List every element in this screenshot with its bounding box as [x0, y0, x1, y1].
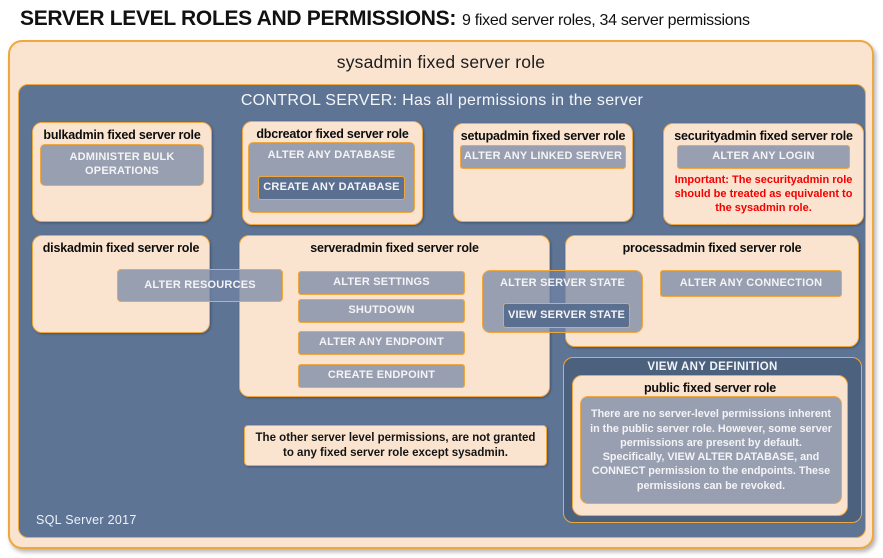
role-title-serveradmin: serveradmin fixed server role [310, 241, 479, 255]
role-title-diskadmin: diskadmin fixed server role [42, 241, 200, 255]
page-title: SERVER LEVEL ROLES AND PERMISSIONS: 9 fix… [20, 7, 750, 31]
role-title-dbcreator: dbcreator fixed server role [256, 127, 409, 141]
role-title-bulkadmin: bulkadmin fixed server role [43, 128, 201, 142]
perm-alter-any-connection: ALTER ANY CONNECTION [660, 270, 842, 297]
other-permissions-note: The other server level permissions, are … [244, 425, 547, 466]
page-title-emphasis: SERVER LEVEL ROLES AND PERMISSIONS: [20, 7, 457, 30]
perm-alter-any-endpoint: ALTER ANY ENDPOINT [298, 331, 465, 355]
perm-administer-bulk-operations: ADMINISTER BULK OPERATIONS [40, 144, 204, 186]
securityadmin-important-note: Important: The securityadmin role should… [674, 174, 853, 214]
perm-view-server-state: VIEW SERVER STATE [503, 303, 630, 328]
perm-shutdown: SHUTDOWN [298, 299, 465, 323]
role-title-securityadmin: securityadmin fixed server role [674, 129, 853, 143]
role-title-setupadmin: setupadmin fixed server role [460, 129, 626, 143]
role-title-processadmin: processadmin fixed server role [622, 241, 802, 255]
perm-create-endpoint: CREATE ENDPOINT [298, 364, 465, 388]
page-title-detail: 9 fixed server roles, 34 server permissi… [462, 12, 750, 29]
public-role-description: There are no server-level permissions in… [580, 396, 842, 504]
sql-server-version-label: SQL Server 2017 [36, 513, 137, 527]
role-box-setupadmin: setupadmin fixed server role [453, 123, 633, 222]
role-box-diskadmin: diskadmin fixed server role [32, 235, 210, 333]
perm-view-any-definition: VIEW ANY DEFINITION [647, 361, 778, 373]
perm-alter-settings: ALTER SETTINGS [298, 271, 465, 295]
role-title-public: public fixed server role [643, 381, 777, 395]
perm-alter-any-login: ALTER ANY LOGIN [677, 145, 850, 169]
sysadmin-box-title: sysadmin fixed server role [336, 52, 546, 72]
perm-alter-any-linked-server: ALTER ANY LINKED SERVER [460, 145, 626, 169]
role-box-securityadmin: securityadmin fixed server role [663, 123, 864, 225]
perm-alter-resources: ALTER RESOURCES [117, 269, 283, 302]
perm-create-any-database: CREATE ANY DATABASE [258, 176, 405, 200]
control-server-title: CONTROL SERVER: Has all permissions in t… [240, 92, 644, 109]
